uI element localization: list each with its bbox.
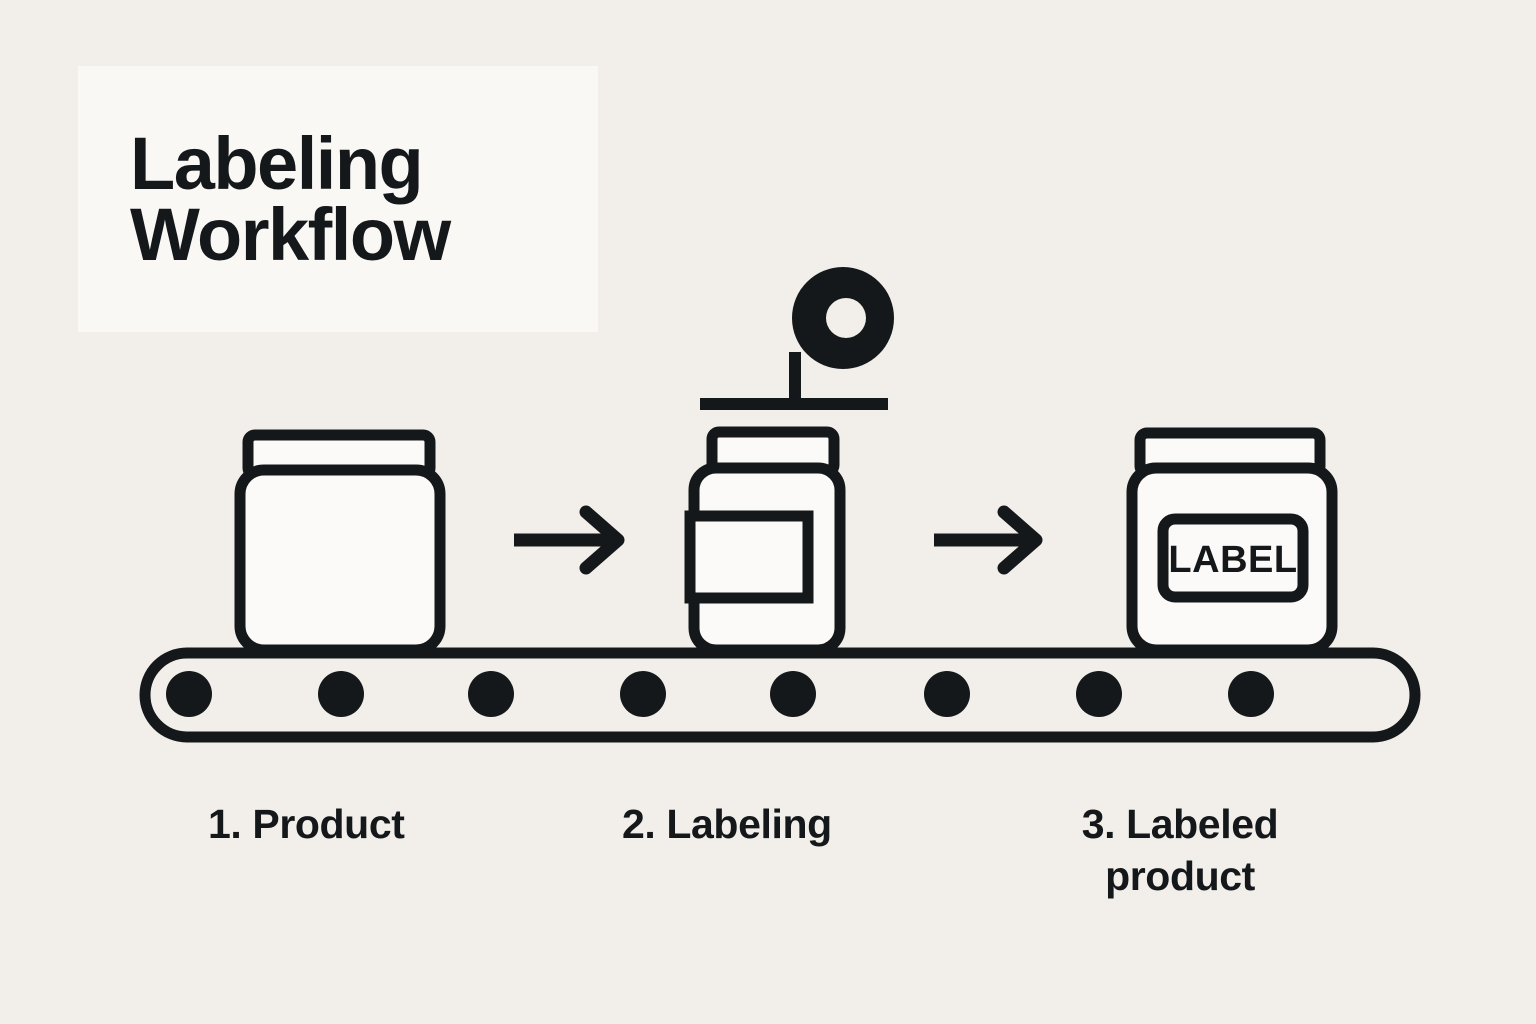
conveyor-roller: [770, 671, 816, 717]
step-2-caption: 2. Labeling: [622, 801, 832, 847]
conveyor-roller: [318, 671, 364, 717]
step-1-product-jar: [234, 429, 446, 656]
arrow-step-2-to-3: [934, 505, 1043, 575]
label-badge-text: LABEL: [1168, 539, 1297, 581]
conveyor-roller: [1076, 671, 1122, 717]
label-being-applied: [684, 510, 814, 604]
step-3-labeled-jar: LABEL: [1126, 427, 1338, 656]
arrow-step-1-to-2: [514, 505, 625, 575]
label-badge: [1157, 513, 1309, 603]
jar-body: [234, 464, 446, 656]
label-roll-hole: [826, 298, 866, 338]
conveyor-roller: [620, 671, 666, 717]
conveyor-roller: [166, 671, 212, 717]
step-3-caption: 3. Labeled product: [1081, 801, 1279, 900]
conveyor-roller: [1228, 671, 1274, 717]
title-line-2: Workflow: [130, 193, 451, 276]
conveyor-frame: [139, 647, 1421, 743]
conveyor-roller: [924, 671, 970, 717]
conveyor-roller: [468, 671, 514, 717]
title-line-1: Labeling: [130, 121, 424, 205]
step-1-caption: 1. Product: [208, 801, 405, 847]
step-2-labeling: [684, 267, 894, 656]
conveyor-belt: [139, 647, 1421, 743]
title-card: Labeling Workflow: [78, 66, 598, 332]
